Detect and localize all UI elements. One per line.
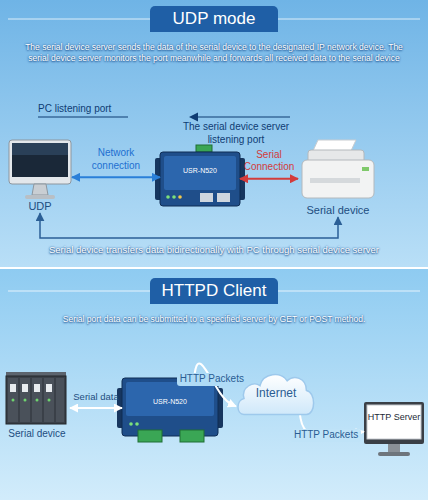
connector-label: Network connection xyxy=(74,147,158,172)
panel-divider xyxy=(0,267,428,269)
node-text: HTTPD Client xyxy=(162,278,267,304)
connector-label: HTTP Packets xyxy=(291,429,361,442)
serial-server-illustration xyxy=(155,145,245,206)
pc-node: UDP xyxy=(8,138,72,213)
connector-label: HTTP Packets xyxy=(177,373,247,386)
port-label: The serial device server listening port xyxy=(180,121,292,146)
mode-tab: HTTPD Client xyxy=(150,278,278,304)
internet-cloud: Internet xyxy=(236,368,316,416)
printer-illustration xyxy=(302,140,374,198)
node-text: UDP xyxy=(28,200,51,213)
node-text: UDP mode xyxy=(173,6,256,32)
bottom-panel xyxy=(0,268,428,500)
http-server-node: HTTP Server xyxy=(364,402,424,456)
plc-node: Serial device xyxy=(4,372,70,440)
server-monitor-illustration xyxy=(364,402,424,456)
serial-connection-arrow xyxy=(240,178,298,180)
node-text: Serial device xyxy=(8,428,65,440)
top-panel xyxy=(0,0,428,268)
cloud-shape xyxy=(238,375,314,415)
network-connection-arrow xyxy=(72,176,160,178)
data-loop-arrow xyxy=(40,213,338,238)
plc-illustration xyxy=(6,372,66,424)
connector-label: Serial Connection xyxy=(242,149,296,174)
serial-server-node: USR-N520 xyxy=(160,150,240,208)
description: Serial port data can be submitted to a s… xyxy=(14,314,414,325)
node-text: HTTP Server xyxy=(367,412,421,423)
node-text: USR-N520 xyxy=(153,398,187,406)
serial-server-illustration xyxy=(117,378,223,442)
mode-tab: UDP mode xyxy=(150,6,278,32)
port-label: PC listening port xyxy=(38,103,111,116)
node-text: USR-N520 xyxy=(183,167,217,175)
connector-label: Serial data xyxy=(72,391,120,403)
printer-node: Serial device xyxy=(298,140,378,217)
pc-illustration xyxy=(9,140,71,199)
node-text: Internet xyxy=(256,386,297,400)
serial-data-arrow xyxy=(70,407,122,409)
node-text: Serial device xyxy=(307,204,370,217)
description: The serial device server sends the data … xyxy=(24,42,404,63)
caption-note: Serial device transfers data bidirection… xyxy=(6,244,422,256)
serial-server-node: USR-N520 xyxy=(122,378,218,442)
